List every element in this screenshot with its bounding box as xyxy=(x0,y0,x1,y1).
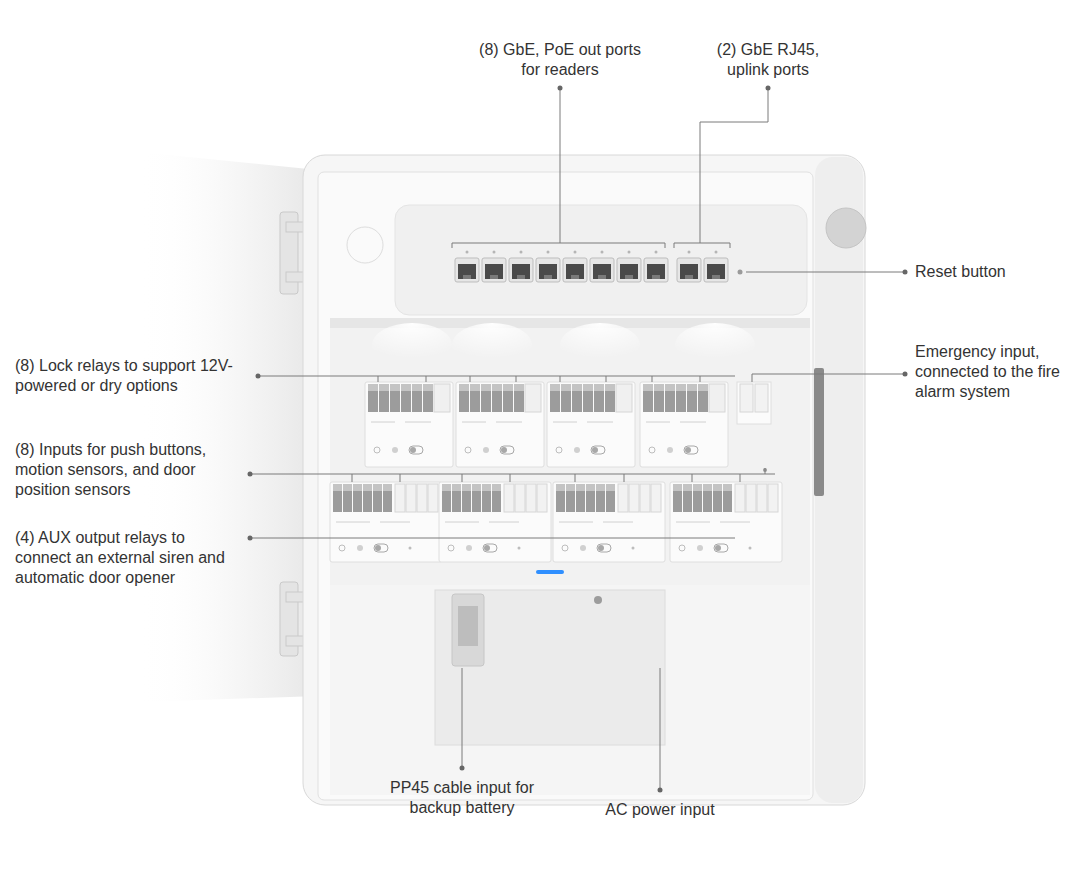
callout-label: (4) AUX output relays to connect an exte… xyxy=(15,528,243,588)
uplink-ports xyxy=(677,251,728,283)
callout-label: (8) Inputs for push buttons, motion sens… xyxy=(15,440,243,500)
callout-label: (8) Lock relays to support 12V-powered o… xyxy=(15,356,247,396)
cavity xyxy=(318,172,813,800)
screw xyxy=(594,596,602,604)
callout-label: Emergency input, connected to the fire a… xyxy=(915,342,1065,402)
leader-dot xyxy=(248,86,908,793)
cable-hole xyxy=(826,208,866,248)
battery-connector xyxy=(452,594,484,666)
port-panel xyxy=(395,205,807,315)
door xyxy=(138,152,318,702)
battery-connector xyxy=(458,606,478,646)
lock-relay-modules xyxy=(365,382,728,467)
input-aux-modules xyxy=(330,482,782,562)
knockout xyxy=(347,227,383,263)
status-led xyxy=(536,570,564,574)
callout-label: PP45 cable input for backup battery xyxy=(377,778,547,818)
power-cutout xyxy=(435,590,665,745)
lower-bay xyxy=(330,585,810,795)
callout-label: Reset button xyxy=(915,262,1065,282)
emergency-terminal xyxy=(737,382,771,472)
callout-label: AC power input xyxy=(580,800,740,820)
callout-label: (2) GbE RJ45, uplink ports xyxy=(703,40,833,80)
reset-button xyxy=(738,270,743,275)
latch xyxy=(814,368,824,496)
terminal-area xyxy=(330,328,810,590)
leader-lines xyxy=(250,88,905,790)
poe-ports xyxy=(455,251,668,283)
enclosure xyxy=(303,155,865,805)
callout-label: (8) GbE, PoE out ports for readers xyxy=(470,40,650,80)
side-wall xyxy=(815,157,863,803)
shelf-light xyxy=(372,323,755,367)
